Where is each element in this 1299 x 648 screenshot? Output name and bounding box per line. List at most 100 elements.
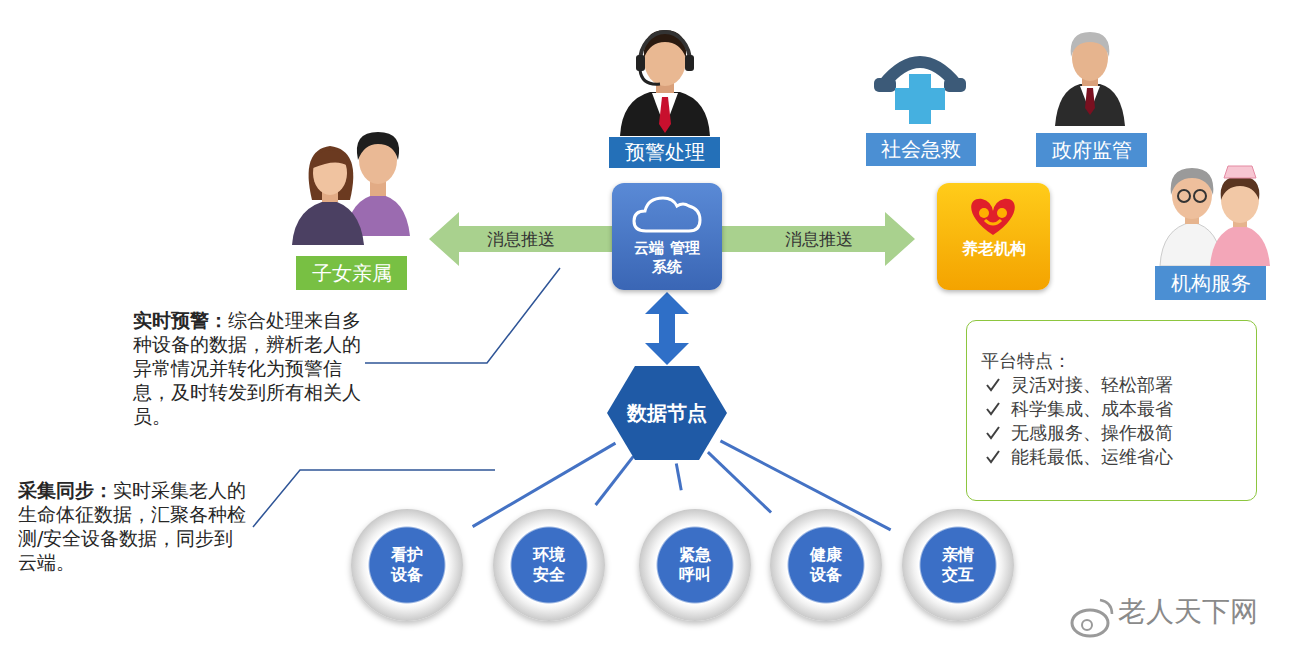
emergency-icon-part [874,78,896,92]
role-label-box: 预警处理 [609,137,720,168]
node-text: 政府监管 [1052,137,1132,164]
role-label-box: 子女亲属 [296,256,407,290]
official-figure-part [1055,84,1125,126]
tile-icon [937,187,1050,239]
edge-label: 消息推送 [782,228,856,251]
node-text: 预警处理 [625,139,705,166]
care-staff-figures-part [1210,225,1270,266]
node-text: 机构服务 [1171,270,1251,297]
agent-figure-part [640,70,660,84]
hub-line [596,456,634,505]
block-arrow [722,212,915,266]
node-text: 科学集成、成本最省 [1011,397,1246,421]
watermark-logo [1072,600,1112,636]
care-staff-figures-part [1221,176,1260,200]
edge-label: 消息推送 [484,228,558,251]
callout-heading: 采集同步： [18,479,113,501]
heart-icon-part [979,208,989,218]
check-mark [985,425,1001,441]
node-text: 健康 设备 [808,545,844,585]
node-text: 亲情 交互 [940,545,976,585]
feature-row: 灵活对接、轻松部署 [981,373,1246,397]
family-figures-part [313,151,347,195]
agent-figure-part [659,97,671,133]
agent-figure-part [640,32,690,62]
care-staff-figures-part [1224,166,1256,178]
watermark-logo-part [1100,600,1112,614]
official-figure [1055,32,1125,126]
node-text: 平台特点： [981,349,1246,373]
hub-line [676,463,681,490]
heart-icon [937,187,1050,241]
device-circle: 健康 设备 [770,509,882,621]
device-circle: 环境 安全 [493,509,605,621]
device-circle: 紧急 呼叫 [639,509,751,621]
agent-figure-part [620,92,710,136]
callout-note: 实时预警：综合处理来自多种设备的数据，辨析老人的异常情况并转化为预警信息，及时转… [133,308,363,428]
node-text: 数据节点 [627,400,707,427]
callout-note: 采集同步：实时采集老人的生命体征数据，汇聚各种检测/安全设备数据，同步到云端。 [18,478,252,574]
care-staff-figures-part [1221,177,1259,223]
family-figures [292,132,410,245]
watermark-logo-part [1072,610,1108,636]
family-figures-part [292,200,364,245]
system-tile: 养老机构 [937,183,1050,290]
node-text: 养老机构 [962,239,1026,258]
role-label-box: 机构服务 [1155,266,1266,300]
block-arrow [645,292,689,365]
callout-heading: 实时预警： [133,309,228,331]
check-stroke [987,379,999,390]
feature-row: 能耗最低、运维省心 [981,445,1246,469]
tile-icon [612,187,722,239]
agent-figure-part [636,55,645,71]
check-mark [985,377,1001,393]
family-figures-part [357,132,399,160]
node-text: 云端 管理系统 [634,239,700,277]
agent-figure [620,30,710,136]
watermark-logo-part [1082,620,1092,630]
device-circle: 看护 设备 [351,509,463,621]
heart-icon-part [985,220,1001,224]
cloud-icon [612,187,722,239]
node-text: 能耗最低、运维省心 [1011,445,1246,469]
node-text: 环境 安全 [531,545,567,585]
node-text: 社会急救 [881,136,961,163]
heart-icon-part [997,208,1007,218]
family-figures-part [313,150,348,168]
check-stroke [987,403,999,414]
check-stroke [987,451,999,462]
check-stroke [987,427,999,438]
official-figure-part [1071,32,1110,57]
node-text: 无感服务、操作极简 [1011,421,1246,445]
hexagon-shape [607,366,727,460]
cloud-icon-part [634,198,700,231]
watermark: 老人天下网 [1118,600,1293,624]
feature-row: 无感服务、操作极简 [981,421,1246,445]
block-arrow [429,212,612,266]
heart-icon-part [971,199,1015,235]
role-label-box: 社会急救 [866,133,976,166]
official-figure-part [1085,88,1095,115]
node-text: 灵活对接、轻松部署 [1011,373,1246,397]
care-staff-figures-part [1194,190,1206,202]
node-text: 紧急 呼叫 [677,545,713,585]
family-figures-part [309,146,354,200]
label-text: 老人天下网 [1118,595,1258,628]
care-staff-figures-part [1171,168,1214,195]
device-circle: 亲情 交互 [902,509,1014,621]
node-text: 看护 设备 [389,545,425,585]
hub-hexagon: 数据节点 [607,366,727,460]
care-staff-figures-part [1178,190,1190,202]
system-tile: 云端 管理系统 [612,183,722,290]
agent-figure-part [644,30,686,58]
role-label-box: 政府监管 [1036,133,1147,167]
feature-panel: 平台特点：灵活对接、轻松部署科学集成、成本最省无感服务、操作极简能耗最低、运维省… [966,320,1257,501]
agent-figure-part [685,55,694,71]
emergency-icon [874,62,966,124]
emergency-icon-part [895,88,945,110]
emergency-icon-part [944,78,966,92]
check-mark [985,401,1001,417]
check-mark [985,449,1001,465]
care-staff-figures [1160,166,1270,266]
